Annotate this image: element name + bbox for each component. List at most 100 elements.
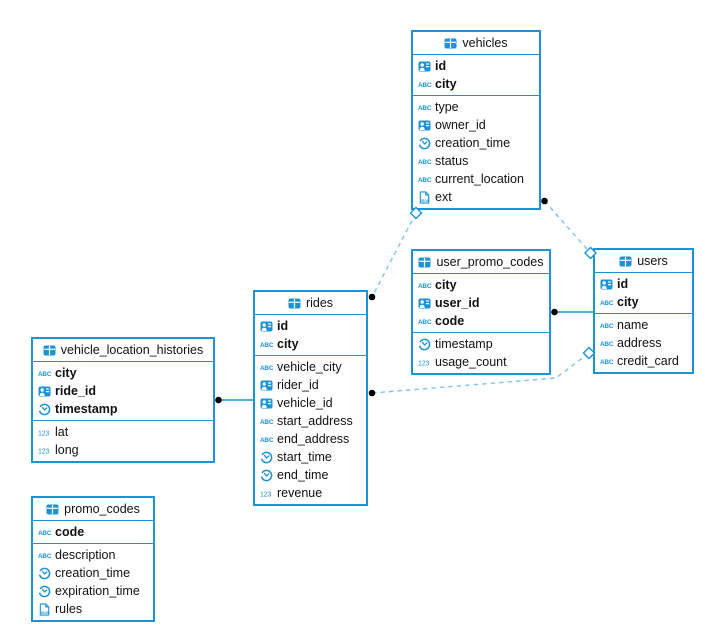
table-node-vehicles[interactable]: vehicles id ABC city ABC type owner_id c… (411, 30, 541, 210)
svg-text:123: 123 (418, 360, 429, 367)
text-type-icon: ABC (418, 173, 435, 186)
table-header[interactable]: vehicle_location_histories (33, 339, 213, 362)
svg-text:ABC: ABC (418, 105, 432, 112)
text-type-icon: ABC (418, 315, 435, 328)
relationship-dot-endpoint (215, 396, 222, 404)
id-badge-icon (260, 320, 277, 333)
field-row-long[interactable]: 123 long (38, 443, 79, 457)
primary-field-row-id[interactable]: id (413, 57, 539, 75)
table-node-vehicle_location_histories[interactable]: vehicle_location_histories ABC city ride… (31, 337, 215, 463)
field-row-rider_id[interactable]: rider_id (255, 376, 366, 394)
table-header[interactable]: vehicles (413, 32, 539, 55)
svg-text:ABC: ABC (38, 530, 52, 537)
field-row-description[interactable]: ABC description (38, 548, 116, 562)
field-row-creation_time[interactable]: creation_time (413, 134, 539, 152)
time-type-icon (38, 403, 55, 416)
field-row-usage_count[interactable]: 123 usage_count (418, 355, 507, 369)
svg-text:ABC: ABC (38, 553, 52, 560)
field-row-vehicle_id[interactable]: vehicle_id (255, 394, 366, 412)
table-icon (418, 256, 431, 269)
table-icon (288, 297, 301, 310)
field-row-expiration_time[interactable]: expiration_time (33, 582, 153, 600)
field-row-end_address[interactable]: ABC end_address (260, 432, 350, 446)
table-name: promo_codes (64, 502, 140, 516)
time-type-icon (260, 469, 277, 482)
field-row-status[interactable]: ABC status (418, 154, 469, 168)
text-type-icon: ABC (260, 361, 277, 374)
id-badge-icon (38, 385, 55, 398)
svg-text:ABC: ABC (260, 342, 274, 349)
table-header[interactable]: rides (255, 292, 366, 315)
field-row-timestamp[interactable]: timestamp (413, 335, 549, 353)
primary-field-row-city[interactable]: ABC city (38, 366, 77, 380)
table-node-user_promo_codes[interactable]: user_promo_codes ABC city user_id ABC co… (411, 249, 551, 375)
relationship-dot-endpoint (541, 197, 548, 205)
field-row-name[interactable]: ABC name (600, 318, 649, 332)
field-row-address[interactable]: ABC address (600, 336, 662, 350)
text-type-icon: ABC (38, 549, 55, 562)
time-type-icon (38, 567, 55, 580)
primary-field-row-user_id[interactable]: user_id (413, 294, 549, 312)
field-row-lat[interactable]: 123 lat (38, 425, 69, 439)
number-type-icon: 123 (260, 487, 277, 500)
field-row-vehicle_city[interactable]: ABC vehicle_city (260, 360, 342, 374)
text-type-icon: ABC (418, 78, 435, 91)
field-row-ext[interactable]: JSON ext (419, 190, 452, 204)
primary-key-section: ABC city user_id ABC code (413, 274, 549, 332)
field-row-start_address[interactable]: ABC start_address (260, 414, 353, 428)
fields-section: 123 lat 123 long (33, 420, 213, 461)
table-name: vehicles (462, 36, 508, 50)
text-type-icon: ABC (260, 415, 277, 428)
svg-text:ABC: ABC (600, 359, 614, 366)
primary-field-row-city[interactable]: ABC city (418, 278, 457, 292)
id-badge-icon (260, 397, 277, 410)
field-row-type[interactable]: ABC type (418, 100, 459, 114)
number-type-icon: 123 (38, 444, 55, 457)
id-badge-icon (418, 60, 435, 73)
table-header[interactable]: promo_codes (33, 498, 153, 521)
field-row-rules[interactable]: JSON rules (39, 602, 83, 616)
time-type-icon (418, 338, 435, 351)
table-node-users[interactable]: users id ABC city ABC name ABC address A… (593, 248, 694, 374)
primary-field-row-ride_id[interactable]: ride_id (33, 382, 213, 400)
svg-text:ABC: ABC (600, 323, 614, 330)
field-row-creation_time[interactable]: creation_time (33, 564, 153, 582)
primary-field-row-timestamp[interactable]: timestamp (33, 400, 213, 418)
primary-field-row-code[interactable]: ABC code (38, 525, 85, 539)
number-type-icon: 123 (38, 426, 55, 439)
relationship-user_promo_codes-users (551, 308, 595, 316)
table-icon (43, 344, 56, 357)
table-name: rides (305, 296, 334, 310)
text-type-icon: ABC (600, 355, 617, 368)
relationship-dot-endpoint (368, 389, 376, 397)
primary-field-row-city[interactable]: ABC city (418, 77, 457, 91)
field-row-credit_card[interactable]: ABC credit_card (600, 354, 679, 368)
fields-section: timestamp 123 usage_count (413, 332, 549, 373)
primary-field-row-city[interactable]: ABC city (600, 295, 639, 309)
primary-field-row-code[interactable]: ABC code (418, 314, 465, 328)
field-row-revenue[interactable]: 123 revenue (260, 486, 323, 500)
table-icon (46, 503, 59, 516)
primary-field-row-city[interactable]: ABC city (260, 337, 299, 351)
primary-field-row-id[interactable]: id (255, 317, 366, 335)
table-name: user_promo_codes (436, 255, 544, 269)
field-row-end_time[interactable]: end_time (255, 466, 366, 484)
primary-field-row-id[interactable]: id (595, 275, 692, 293)
svg-text:123: 123 (38, 430, 49, 437)
svg-text:123: 123 (38, 448, 49, 455)
svg-text:ABC: ABC (418, 177, 432, 184)
svg-text:ABC: ABC (260, 419, 274, 426)
table-name: users (637, 254, 668, 268)
field-row-start_time[interactable]: start_time (255, 448, 366, 466)
table-name: vehicle_location_histories (60, 343, 204, 357)
table-header[interactable]: users (595, 250, 692, 273)
relationship-dot-endpoint (368, 293, 376, 301)
table-node-promo_codes[interactable]: promo_codes ABC code ABC description cre… (31, 496, 155, 622)
table-header[interactable]: user_promo_codes (413, 251, 549, 274)
svg-text:ABC: ABC (600, 300, 614, 307)
field-row-current_location[interactable]: ABC current_location (418, 172, 524, 186)
fields-section: ABC name ABC address ABC credit_card (595, 313, 692, 372)
table-node-rides[interactable]: rides id ABC city ABC vehicle_city rider… (253, 290, 368, 506)
field-row-owner_id[interactable]: owner_id (413, 116, 539, 134)
primary-key-section: id ABC city (413, 55, 539, 95)
